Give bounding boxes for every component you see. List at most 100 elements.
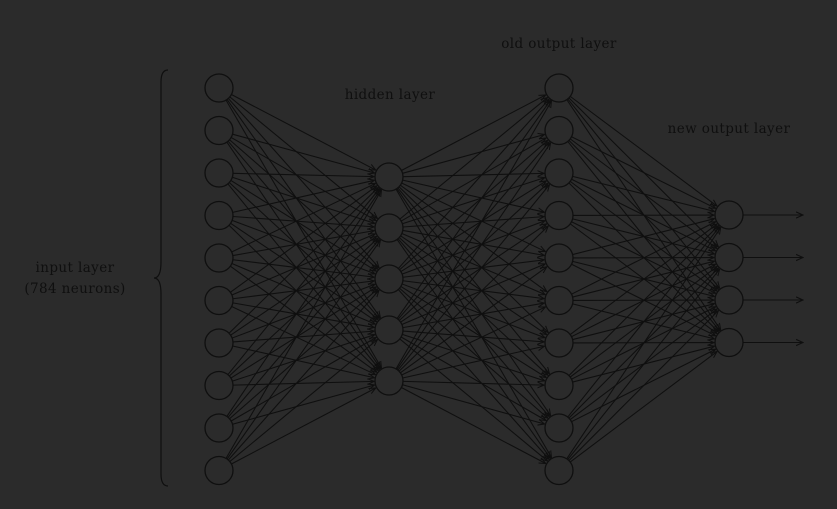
edge-hidden-old-4-0 [395, 101, 551, 370]
edge-hidden-old-4-9 [401, 387, 545, 464]
edge-hidden-old-4-3 [398, 226, 548, 372]
edges-input-to-hidden [225, 94, 381, 465]
edge-hidden-old-2-1 [399, 140, 548, 271]
edge-input-hidden-0-0 [231, 94, 375, 170]
edge-input-hidden-1-2 [229, 139, 378, 269]
edge-input-hidden-4-4 [230, 265, 377, 372]
edge-input-hidden-1-4 [226, 141, 381, 369]
edge-hidden-old-0-2 [402, 173, 544, 178]
new-output-arrows [743, 215, 803, 343]
edge-hidden-old-4-6 [402, 346, 545, 379]
edge-input-hidden-4-1 [232, 231, 374, 257]
edge-input-hidden-3-4 [228, 224, 378, 370]
edge-input-hidden-2-4 [227, 183, 380, 370]
old-output-layer-nodes [544, 73, 574, 486]
edge-hidden-old-4-5 [401, 307, 546, 376]
new-output-node-1 [714, 242, 744, 273]
old-output-node-6 [544, 328, 574, 358]
edge-input-hidden-5-1 [231, 234, 375, 296]
old-output-node-7 [544, 370, 574, 401]
old-output-node-8 [544, 413, 574, 443]
edge-input-hidden-3-0 [232, 180, 375, 213]
edge-hidden-old-3-1 [397, 142, 549, 320]
input-layer-label: input layer [36, 260, 115, 276]
input-node-1 [204, 115, 234, 146]
edge-old-new-6-0 [569, 224, 717, 335]
edge-input-hidden-3-2 [231, 219, 375, 273]
edge-old-new-1-0 [571, 136, 716, 209]
edge-hidden-old-0-8 [396, 188, 551, 416]
edge-hidden-old-1-9 [396, 239, 550, 458]
edge-old-new-0-0 [569, 95, 717, 206]
edge-hidden-old-0-4 [401, 182, 546, 252]
edge-hidden-old-3-0 [396, 100, 550, 319]
edge-input-hidden-8-4 [232, 385, 374, 425]
edge-input-hidden-6-0 [228, 187, 378, 334]
edge-input-hidden-8-1 [227, 239, 379, 418]
edge-old-new-7-0 [568, 226, 719, 376]
old-output-node-0 [544, 73, 574, 103]
edge-input-hidden-2-1 [232, 176, 374, 223]
new-output-node-2 [714, 285, 744, 315]
edge-hidden-old-2-0 [397, 99, 549, 269]
edge-input-hidden-7-4 [232, 381, 374, 386]
edge-hidden-old-1-5 [401, 233, 545, 294]
edge-hidden-old-3-4 [401, 264, 545, 326]
edge-hidden-old-2-3 [401, 221, 545, 275]
edge-input-hidden-1-1 [230, 137, 376, 220]
edge-input-hidden-6-1 [230, 236, 377, 336]
edge-hidden-old-1-3 [402, 217, 544, 228]
input-neurons-label: (784 neurons) [24, 281, 125, 297]
old-output-node-1 [544, 115, 574, 146]
old-output-node-9 [544, 455, 574, 486]
edge-hidden-old-1-4 [402, 229, 544, 255]
edge-hidden-old-0-7 [397, 187, 550, 374]
hidden-node-3 [374, 315, 404, 345]
hidden-layer-nodes [374, 162, 404, 396]
edge-input-hidden-8-0 [226, 189, 381, 417]
edge-input-hidden-9-3 [229, 340, 378, 462]
edge-hidden-old-0-3 [402, 179, 545, 212]
edge-hidden-old-3-8 [400, 336, 546, 421]
edge-input-hidden-2-2 [230, 179, 376, 271]
edge-hidden-old-4-1 [396, 143, 551, 370]
edge-hidden-old-2-6 [401, 283, 545, 338]
edge-input-hidden-0-2 [227, 98, 379, 267]
edge-input-hidden-7-0 [227, 189, 380, 375]
edge-hidden-old-0-9 [395, 188, 551, 457]
edge-hidden-old-1-1 [400, 138, 546, 222]
edge-hidden-old-3-9 [399, 338, 548, 461]
edge-input-hidden-9-2 [227, 290, 379, 461]
edge-hidden-old-0-0 [401, 95, 545, 171]
edge-input-hidden-0-3 [226, 99, 380, 317]
edge-old-new-8-0 [567, 227, 720, 418]
edge-hidden-old-3-5 [402, 303, 544, 329]
input-node-4 [204, 243, 234, 273]
input-layer-nodes [204, 73, 234, 486]
edge-input-hidden-4-0 [231, 183, 376, 253]
new-output-layer-label: new output layer [668, 121, 791, 137]
edge-hidden-old-3-7 [402, 333, 544, 381]
edges-hidden-to-old-output [395, 95, 551, 464]
input-node-9 [204, 455, 234, 486]
edge-hidden-old-3-6 [402, 330, 544, 342]
new-output-layer-nodes [714, 200, 744, 358]
edge-input-hidden-3-3 [230, 222, 377, 321]
old-output-layer-label: old output layer [501, 36, 617, 52]
hidden-node-4 [374, 366, 404, 396]
edge-input-hidden-0-4 [225, 99, 381, 368]
input-node-0 [204, 73, 234, 103]
edge-old-new-9-0 [566, 227, 721, 460]
edge-input-hidden-4-2 [232, 259, 374, 277]
edge-input-hidden-2-0 [232, 172, 374, 176]
edge-old-new-9-2 [568, 311, 719, 461]
edge-hidden-old-1-2 [402, 178, 544, 225]
old-output-node-2 [544, 158, 574, 188]
old-output-node-3 [544, 200, 574, 231]
edge-input-hidden-7-3 [232, 335, 374, 382]
input-node-3 [204, 200, 234, 231]
edge-hidden-old-3-3 [400, 224, 547, 323]
input-node-8 [204, 413, 234, 443]
edge-input-hidden-5-2 [232, 281, 374, 300]
